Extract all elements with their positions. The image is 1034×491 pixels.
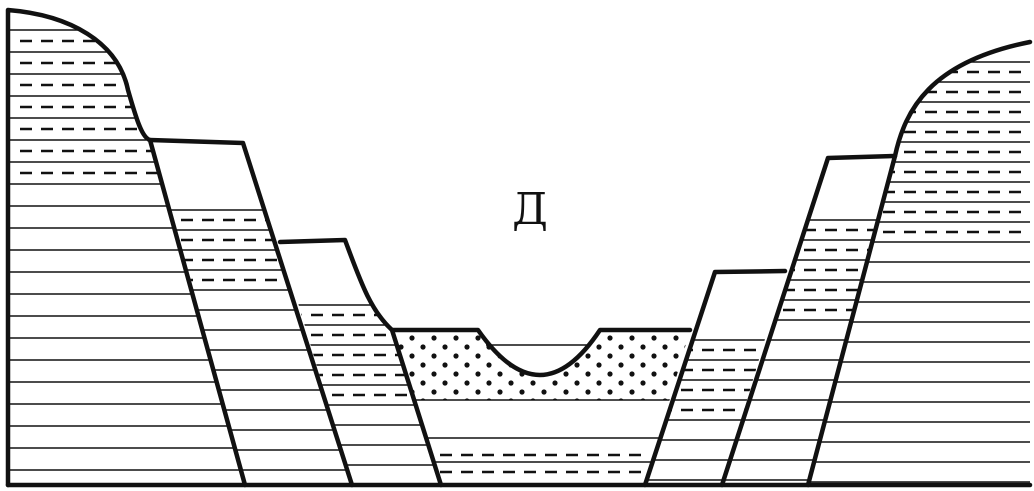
right-high-block-strata	[808, 61, 1030, 483]
left-high-block-outline	[5, 7, 248, 488]
right-terrace-upper-outline	[719, 153, 898, 488]
right-terrace-lower-outline	[642, 268, 788, 488]
right-high-block-outline	[805, 39, 1033, 488]
valley-label: Д	[512, 184, 548, 235]
valley-floor-outline	[389, 327, 693, 378]
left-terrace-upper-outline	[147, 137, 355, 488]
left-terrace-lower-outline	[277, 237, 444, 488]
left-terrace-upper-strata	[150, 209, 352, 471]
